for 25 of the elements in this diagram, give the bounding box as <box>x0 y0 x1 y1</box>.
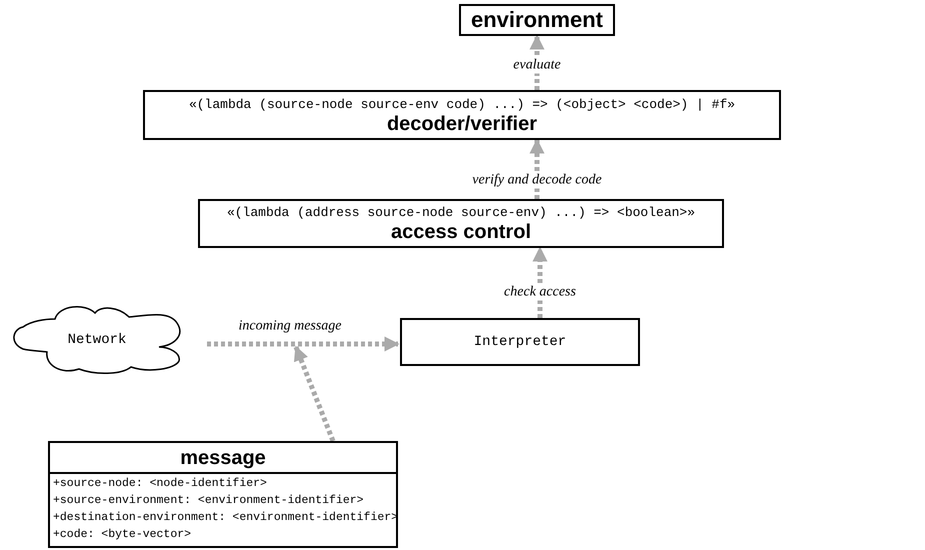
class-name: message <box>180 448 266 468</box>
signature-text: «(lambda (address source-node source-env) ...) => <boolean>» <box>226 204 696 221</box>
arrow <box>530 138 544 199</box>
process-label: Interpreter <box>474 332 566 352</box>
edge-label: evaluate <box>511 56 563 74</box>
arrow <box>532 246 548 318</box>
component-name: decoder/verifier <box>386 112 538 134</box>
arrow <box>207 336 400 352</box>
component-name: environment <box>470 9 604 31</box>
attribute-text: +source-environment: <environment-identifier> <box>53 493 365 509</box>
edge-label: verify and decode code <box>470 172 604 188</box>
component-box <box>459 4 615 36</box>
component-box <box>198 199 724 248</box>
component-name: access control <box>390 221 532 243</box>
attribute-text: +code: <byte-vector> <box>53 527 192 543</box>
process-box <box>400 318 640 366</box>
attribute-text: +destination-environment: <environment-identifier> <box>53 510 396 526</box>
cloud-label: Network <box>68 331 126 350</box>
edge-label: incoming message <box>236 318 344 334</box>
attribute-text: +source-node: <node-identifier> <box>53 476 268 492</box>
edge-label: check access <box>502 284 578 300</box>
class-box <box>48 441 398 548</box>
signature-text: «(lambda (source-node source-env code) ...) => (<object> <code>) | #f» <box>188 96 736 112</box>
arrow <box>294 346 336 442</box>
component-box <box>143 90 781 140</box>
